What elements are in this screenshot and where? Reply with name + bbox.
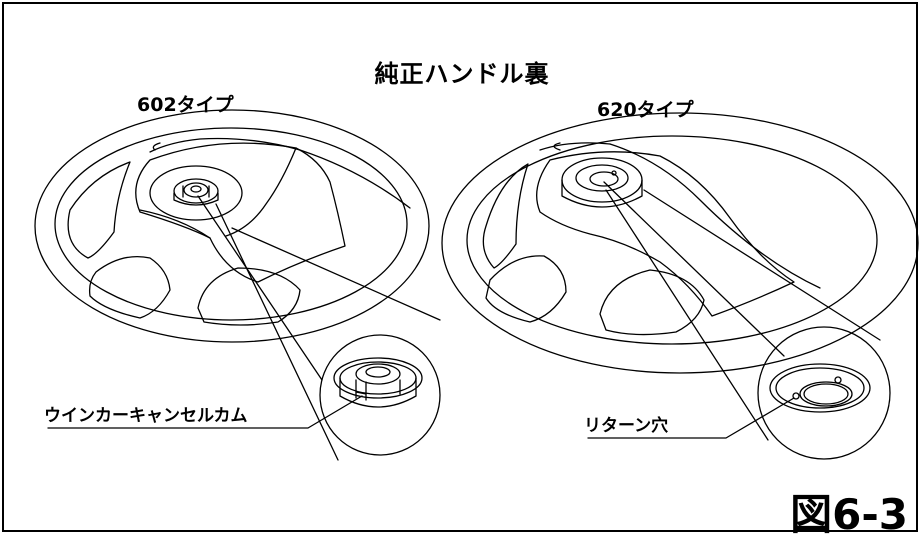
figure-frame [2, 2, 918, 532]
wheel-602-bottom-right-opening [197, 267, 301, 326]
wheel-620-left-opening [482, 163, 529, 269]
callout-cancel-cam: ウインカーキャンセルカム [44, 406, 248, 426]
callout-return-hole: リターン穴 [584, 416, 669, 436]
steering-wheel-602 [34, 109, 430, 343]
wheel-620-inner-rim [466, 135, 878, 345]
diagram-title: 純正ハンドル裏 [374, 60, 550, 88]
detail-620 [587, 181, 891, 460]
wheel-620-spoke-plate [536, 151, 795, 317]
steering-wheel-620 [441, 112, 919, 374]
wheel-602-spoke-plate [135, 142, 346, 283]
figure-number: 図6-3 [790, 490, 908, 539]
detail-602-bubble [319, 334, 441, 456]
wheel-620-outer-rim [441, 112, 919, 374]
wheel-602-bottom-left-opening [88, 255, 171, 319]
wheel-type-label-602: 602タイプ [137, 94, 234, 116]
detail-620-bubble [757, 326, 891, 460]
wheel-602-outer-rim [34, 109, 430, 343]
detail-602 [47, 195, 441, 461]
wheel-type-label-620: 620タイプ [597, 99, 694, 121]
wheel-620-bottom-left-opening [485, 255, 567, 323]
wheel-620-bottom-right-opening [599, 269, 705, 336]
wheel-602-hub [149, 165, 243, 221]
wheel-602-inner-rim [54, 127, 408, 321]
wheel-602-left-opening [67, 161, 131, 259]
